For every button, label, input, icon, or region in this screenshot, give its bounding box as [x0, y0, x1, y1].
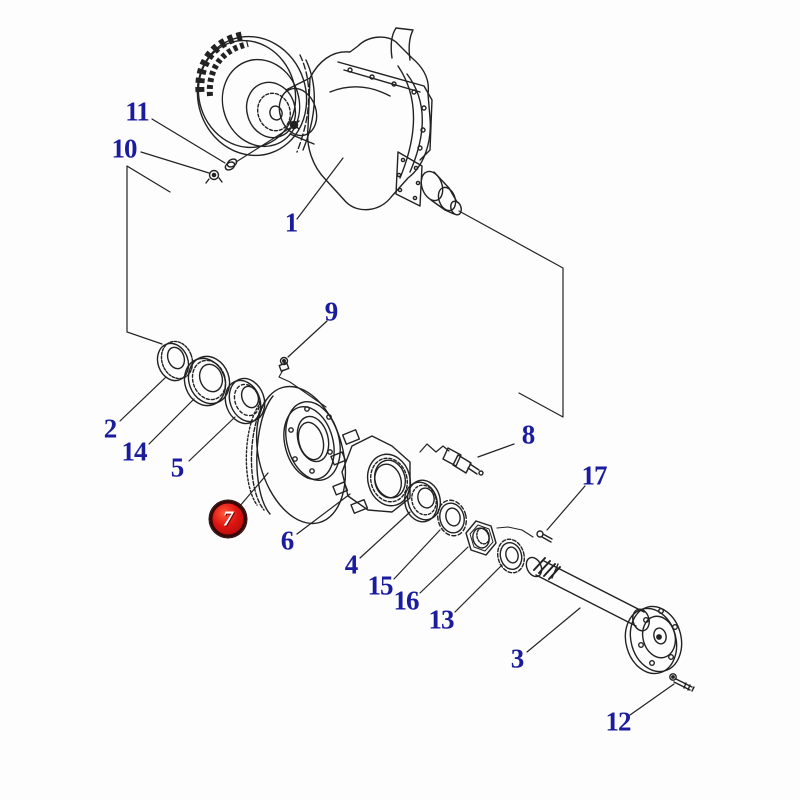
- callout-7: 7: [222, 506, 234, 531]
- leader-6: [296, 493, 351, 535]
- leader-11a: [151, 118, 226, 164]
- part-axle-shaft: [525, 556, 683, 675]
- callout-5: 5: [170, 452, 184, 483]
- part-gasket-ring: [224, 158, 238, 171]
- callout-9: 9: [324, 296, 338, 327]
- leader-7: [238, 472, 269, 508]
- callout-12: 12: [605, 706, 632, 737]
- callout-4: 4: [344, 549, 358, 580]
- callout-7-highlight-badge: 7: [209, 500, 247, 538]
- part-oil-seal: [156, 340, 194, 382]
- callout-1: 1: [284, 207, 298, 238]
- leader-2: [119, 376, 167, 422]
- part-ring-14: [183, 355, 231, 407]
- part-cotter-pin: [496, 526, 553, 543]
- callout-14: 14: [121, 436, 148, 467]
- bracket-left: [126, 165, 171, 345]
- callout-13: 13: [428, 604, 455, 635]
- callout-8: 8: [521, 419, 535, 450]
- part-brake-drum: [245, 385, 347, 525]
- callout-16: 16: [393, 585, 420, 616]
- callout-17: 17: [581, 460, 608, 491]
- part-bearing-4: [404, 479, 441, 523]
- callout-2: 2: [103, 413, 117, 444]
- leader-9: [287, 320, 328, 358]
- part-bearing-5: [224, 377, 266, 425]
- leader-3: [526, 607, 581, 653]
- part-hub-nut: [465, 520, 497, 556]
- callout-11: 11: [125, 96, 149, 127]
- part-plug-screw: [205, 169, 223, 184]
- callout-3: 3: [510, 643, 524, 674]
- leader-10: [140, 151, 210, 174]
- part-bolt-9: [278, 356, 327, 408]
- leader-11b: [235, 127, 291, 163]
- bracket-right: [458, 210, 564, 418]
- leader-17: [546, 485, 586, 531]
- leader-14: [148, 398, 195, 445]
- part-lock-ring: [496, 538, 526, 574]
- leader-8: [477, 443, 515, 458]
- callout-6: 6: [280, 525, 294, 556]
- leader-13: [454, 564, 503, 613]
- part-sensor-connector: [419, 443, 484, 476]
- leader-1: [296, 157, 344, 220]
- leader-15: [393, 529, 441, 580]
- leader-5: [188, 416, 236, 462]
- part-bolt-12: [669, 673, 695, 692]
- part-lock-washer: [436, 499, 468, 537]
- part-wheel-hub: [330, 429, 412, 514]
- part-breather-fitting: [289, 120, 300, 130]
- part-axle-housing-assembly: [195, 27, 462, 216]
- leader-12: [629, 683, 675, 716]
- callout-10: 10: [111, 133, 138, 164]
- leader-16: [419, 546, 469, 594]
- callout-15: 15: [367, 570, 394, 601]
- leader-4: [359, 511, 411, 559]
- leader-lines: [119, 118, 675, 716]
